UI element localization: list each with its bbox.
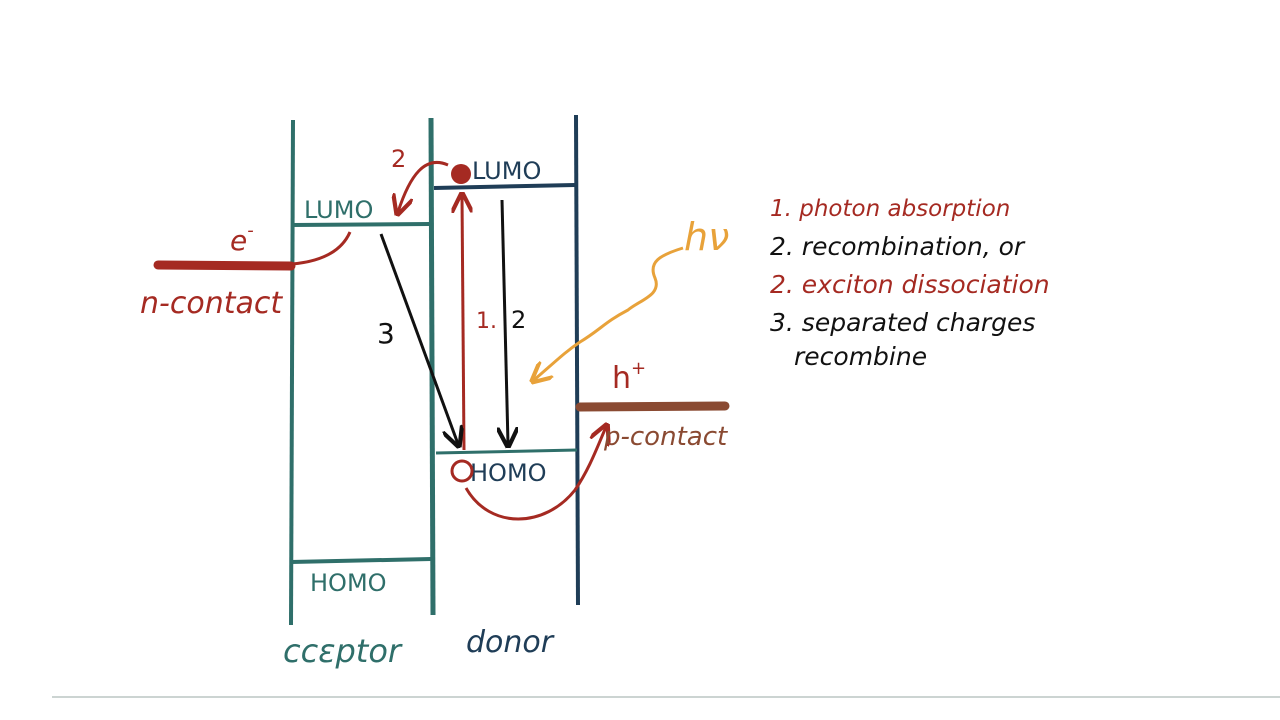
donor-label: donor: [466, 625, 555, 660]
arrow-3-label: 3: [377, 317, 395, 350]
n-contact-label: n-contact: [140, 286, 283, 321]
arrow-3-charge-recombination: [379, 233, 458, 444]
arrow-2-label: 2: [511, 306, 526, 334]
legend-item-separated-charges: 3. separated charges: [770, 308, 1036, 337]
hole-label: h+: [612, 358, 646, 396]
arrow-2-recombination: [502, 199, 508, 444]
donor-homo-level: [435, 448, 578, 455]
p-contact-label: p-contact: [603, 422, 728, 452]
photon-label: hν: [684, 215, 729, 259]
legend-item-exciton-dissociation: 2. exciton dissociation: [770, 270, 1050, 299]
p-contact-bar: [575, 401, 730, 412]
legend-item-recombination: 2. recombination, or: [770, 232, 1025, 261]
donor-lumo-level: [433, 183, 576, 190]
donor-right-wall: [574, 114, 580, 606]
arrow-2-electron-transfer: [398, 160, 449, 212]
electron-to-n-contact-arrow: [291, 231, 352, 266]
acceptor-right-wall: [428, 117, 436, 616]
arrow-2-transfer-label: 2: [391, 145, 406, 173]
acceptor-label: ccεptor: [283, 632, 403, 670]
electron-dot: [451, 164, 471, 184]
acceptor-lumo-level: [292, 222, 431, 227]
acceptor-lumo-label: LUMO: [304, 196, 373, 224]
acceptor-homo-label: HOMO: [310, 569, 387, 597]
legend-item-recombine: recombine: [794, 342, 928, 371]
n-contact-bar: [153, 260, 296, 271]
hole-circle: [450, 459, 474, 483]
acceptor-homo-level: [290, 557, 432, 564]
legend-item-photon-absorption: 1. photon absorption: [770, 196, 1011, 222]
acceptor-left-wall: [289, 119, 295, 626]
electron-label: e-: [230, 220, 254, 257]
arrow-1-label: 1.: [476, 309, 497, 334]
legend: 1. photon absorption 2. recombination, o…: [770, 190, 1050, 372]
photon-squiggle-arrow: [534, 246, 684, 380]
hole-to-p-contact-arrow: [464, 427, 606, 521]
arrow-1-absorption: [462, 196, 464, 451]
donor-lumo-label: LUMO: [472, 157, 541, 185]
donor-homo-label: HOMO: [470, 459, 547, 487]
